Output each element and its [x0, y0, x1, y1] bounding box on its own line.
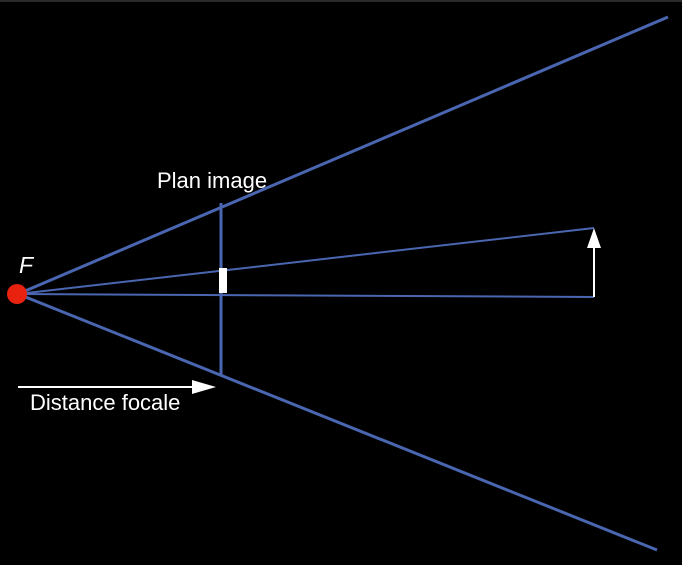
projected-image-bar [219, 268, 227, 293]
image-plane-label: Plan image [157, 168, 268, 193]
optical-axis [17, 293, 595, 298]
top-border [0, 0, 682, 2]
focal-point-label: F [19, 252, 34, 278]
lower-ray [17, 292, 658, 552]
object-arrow [587, 228, 601, 297]
focal-point-dot [7, 284, 27, 304]
focal-distance-label: Distance focale [30, 390, 181, 415]
upper-ray [17, 15, 669, 296]
focal-distance-arrow [18, 380, 216, 394]
object-ray [17, 227, 595, 295]
